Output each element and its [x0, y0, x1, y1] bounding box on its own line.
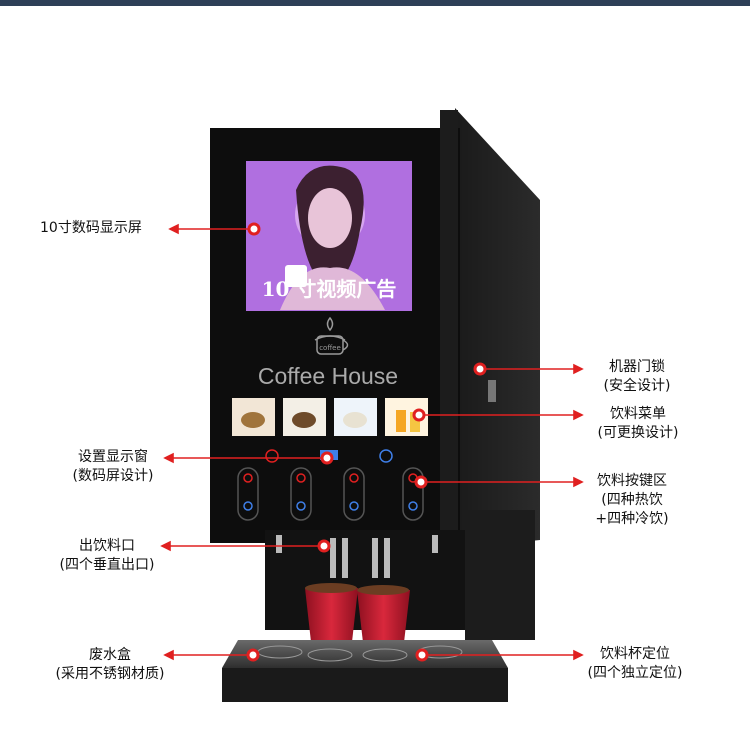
lock-key-icon [488, 380, 496, 402]
label-waste-line2: (采用不锈钢材质) [55, 666, 165, 682]
label-lock-line2: (安全设计) [603, 378, 671, 394]
label-buttons: 饮料按键区 (四种热饮 +四种冷饮) [582, 472, 682, 529]
label-lock: 机器门锁 (安全设计) [588, 358, 686, 396]
screen-ad-text: 10 寸视频广告 [262, 277, 397, 301]
label-settings-line2: (数码屏设计) [72, 468, 154, 484]
label-cup-holder-line2: (四个独立定位) [587, 665, 683, 681]
machine-side-panel [455, 108, 540, 548]
right-indicator-icon [379, 449, 393, 463]
brand-name: Coffee House [258, 363, 398, 389]
top-bar [0, 0, 750, 6]
label-outlet-line1: 出饮料口 [79, 538, 135, 554]
label-menu-line1: 饮料菜单 [610, 406, 666, 422]
label-settings-line1: 设置显示窗 [78, 449, 148, 465]
label-waste-line1: 废水盒 [89, 647, 131, 663]
coffee-cup-logo-icon [314, 316, 349, 355]
label-menu: 饮料菜单 (可更换设计) [582, 405, 694, 443]
label-outlet: 出饮料口 (四个垂直出口) [48, 537, 166, 575]
label-menu-line2: (可更换设计) [597, 425, 679, 441]
label-cup-holder-line1: 饮料杯定位 [600, 646, 670, 662]
drink-outlets [276, 535, 438, 578]
logo-text: coffee [319, 344, 341, 352]
callout-markers [246, 222, 487, 662]
callout-lines [160, 223, 584, 661]
label-settings: 设置显示窗 (数码屏设计) [58, 448, 168, 486]
label-lock-line1: 机器门锁 [609, 359, 665, 375]
label-buttons-line1: 饮料按键区 [597, 473, 667, 489]
drip-tray [222, 640, 508, 668]
label-display: 10寸数码显示屏 [40, 219, 142, 238]
label-waste: 废水盒 (采用不锈钢材质) [44, 646, 176, 684]
drink-button-panel [237, 467, 424, 521]
label-buttons-line3: +四种冷饮) [595, 511, 669, 527]
label-cup-holder: 饮料杯定位 (四个独立定位) [576, 645, 694, 683]
left-power-indicator-icon [265, 449, 279, 463]
label-display-line1: 10寸数码显示屏 [40, 220, 142, 236]
label-buttons-line2: (四种热饮 [601, 492, 663, 508]
drink-menu [232, 398, 428, 436]
label-outlet-line2: (四个垂直出口) [59, 557, 155, 573]
